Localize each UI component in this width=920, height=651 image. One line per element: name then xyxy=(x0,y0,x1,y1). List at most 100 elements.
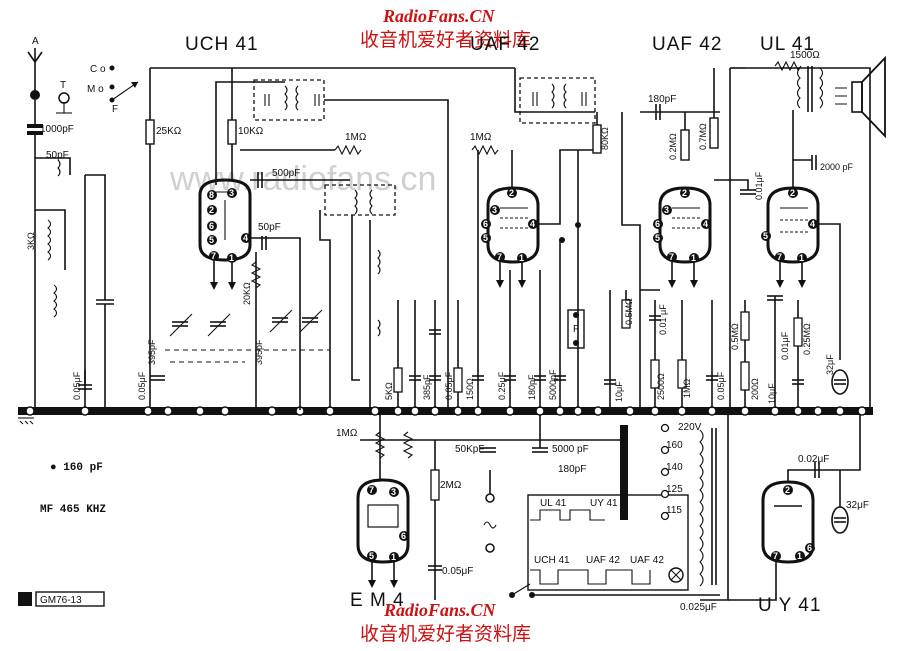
bottom-brand-cn: 收音机爱好者资料库 xyxy=(360,623,531,645)
ground-terminal-icon xyxy=(56,92,72,114)
tube-label-ul41: UL 41 xyxy=(760,34,815,55)
svg-text:2: 2 xyxy=(209,205,214,215)
heater-ul41-label: UL 41 xyxy=(540,498,567,509)
c-005-a-label: 0.05μF xyxy=(72,371,82,400)
svg-text:3: 3 xyxy=(229,188,234,198)
c-002-label: 0.02μF xyxy=(798,454,829,465)
r-25k-label: 25KΩ xyxy=(156,126,182,137)
if-transformer-1 xyxy=(253,79,325,121)
svg-text:2: 2 xyxy=(509,188,514,198)
lower-passive-cluster xyxy=(393,150,566,408)
svg-text:1: 1 xyxy=(691,253,696,263)
cap-002 xyxy=(814,462,820,478)
c-025-label: 0.25μF xyxy=(497,371,507,400)
svg-text:1: 1 xyxy=(797,551,802,561)
r-1m-a-label: 1MΩ xyxy=(345,132,367,143)
c-180pf-c-label: 180pF xyxy=(558,464,586,475)
coupling-to-ul41 xyxy=(714,179,749,190)
c-ant-label: 1000pF xyxy=(40,124,74,135)
c-50kpf-label: 50KpF xyxy=(455,444,484,455)
gm-logo-icon xyxy=(18,591,105,607)
cap-2000 xyxy=(811,155,817,170)
tap-125-label: 125 xyxy=(666,484,683,495)
svg-text:7: 7 xyxy=(773,551,778,561)
tap-nodes xyxy=(660,423,670,521)
r-200-label: 200Ω xyxy=(750,378,760,400)
uy41-anode-lead xyxy=(787,415,861,482)
tap-160-label: 160 xyxy=(666,440,683,451)
tube-label-em4: E M 4 xyxy=(350,590,405,611)
heater-uaf42a-label: UAF 42 xyxy=(586,555,620,566)
junction-a xyxy=(575,222,581,228)
cap-32uf-a xyxy=(831,369,849,395)
tube-ul41-icon: 2 5 4 7 1 xyxy=(761,186,820,288)
capacitor-c005b xyxy=(150,375,165,381)
band-switch-icon xyxy=(109,65,139,103)
svg-text:7: 7 xyxy=(369,485,374,495)
mains-transformer-icon xyxy=(699,428,717,587)
r-02m-label: 0.2MΩ xyxy=(668,133,678,160)
mains-plug-icon xyxy=(483,493,497,553)
osc-lead-a xyxy=(319,210,331,408)
r-05m-b-label: 0.5MΩ xyxy=(730,323,740,350)
top-brand-cn: 收音机爱好者资料库 xyxy=(360,29,531,51)
r-5k-label: 5KΩ xyxy=(384,382,394,400)
fuse-f-icon xyxy=(567,309,585,349)
tube-label-uy41: U Y 41 xyxy=(758,595,821,616)
svg-text:1: 1 xyxy=(519,253,524,263)
output-transformer-icon xyxy=(796,66,824,112)
svg-text:1: 1 xyxy=(391,552,396,562)
svg-text:2: 2 xyxy=(790,188,795,198)
c-001b-label: 0.01 μF xyxy=(658,304,668,335)
c-005-b-label: 0.05μF xyxy=(137,371,147,400)
resistor-1m-b xyxy=(471,144,499,156)
svg-text:5: 5 xyxy=(369,551,374,561)
c-500pf-label: 500pF xyxy=(272,168,300,179)
osc-lead-b xyxy=(351,215,360,381)
resistor-2m xyxy=(430,469,440,501)
tube-uaf42-a-icon: 2 3 6 5 4 7 1 xyxy=(481,186,540,288)
c-005-d-label: 0.05μF xyxy=(716,371,726,400)
cap-50kpf xyxy=(480,447,496,453)
af-lower-cluster xyxy=(604,289,804,408)
pilot-lamp-icon xyxy=(668,567,684,583)
variable-cap-b xyxy=(269,309,323,333)
c-32uf-a-label: 32μF xyxy=(825,354,835,375)
power-switch-icon xyxy=(509,583,535,598)
c-10uf-b-label: 10μF xyxy=(767,383,777,404)
note-code: GM76-13 xyxy=(40,595,82,606)
svg-text:6: 6 xyxy=(401,531,406,541)
c-0025-label: 0.025μF xyxy=(680,602,717,613)
r-150-label: 150Ω xyxy=(465,378,475,400)
fuse-f-label: F xyxy=(573,324,579,335)
uy41-heater-lead xyxy=(728,561,777,601)
c-395-b-label: 395pF xyxy=(254,339,264,365)
c-395-a-label: 395pF xyxy=(147,339,157,365)
bplus-right xyxy=(745,67,871,408)
c-001-label: 0.01μF xyxy=(754,171,764,200)
cap-180pf-a xyxy=(655,104,661,120)
svg-text:8: 8 xyxy=(209,190,214,200)
resistor-02m xyxy=(680,129,690,161)
r-80k-label: 80KΩ xyxy=(600,127,610,150)
heater-uy41-label: UY 41 xyxy=(590,498,618,509)
c-5000-a-label: 5000pF xyxy=(548,369,558,400)
r-10k-label: 10KΩ xyxy=(238,126,264,137)
antenna-a-label: A xyxy=(32,36,39,47)
heater-chain-box xyxy=(527,494,689,591)
c-180pf-b-label: 180pF xyxy=(527,374,537,400)
r-3k-label: 3KΩ xyxy=(26,232,36,250)
svg-text:5: 5 xyxy=(483,233,488,243)
c-50pf-b-label: 50pF xyxy=(258,222,281,233)
svg-text:2: 2 xyxy=(682,188,687,198)
cap-5000b xyxy=(532,447,548,453)
trans-right-lead xyxy=(700,415,729,601)
r-2m-label: 2MΩ xyxy=(440,480,462,491)
c-005-e-label: 0.05μF xyxy=(442,566,473,577)
transformer-core-bar xyxy=(620,425,628,520)
svg-text:3: 3 xyxy=(391,487,396,497)
note-dot-160pf: ● 160 pF xyxy=(50,462,103,474)
svg-text:3: 3 xyxy=(492,205,497,215)
svg-text:7: 7 xyxy=(669,252,674,262)
